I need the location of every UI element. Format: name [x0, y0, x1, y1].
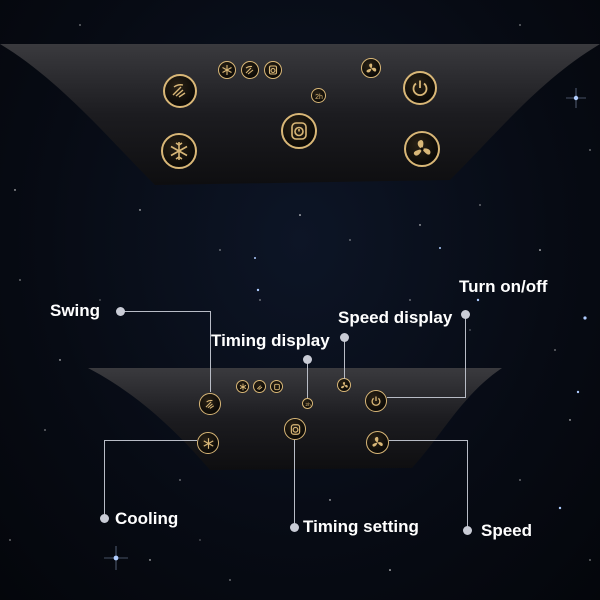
- callout-dot-swing: [116, 307, 125, 316]
- leader-speed-display: [344, 337, 345, 379]
- swing-icon: [205, 399, 214, 409]
- speed-display-icon: [340, 381, 348, 388]
- leader-power-v: [465, 314, 466, 397]
- callout-dot-speed-display: [340, 333, 349, 342]
- callout-dot-cooling: [100, 514, 109, 523]
- snowflake-icon: [202, 437, 214, 449]
- timing-display-small: 2h: [302, 398, 313, 409]
- callout-timing-setting: Timing setting: [303, 517, 419, 536]
- timer-indicator-small: [270, 380, 283, 393]
- leader-power-h: [387, 397, 466, 398]
- timer-indicator: [264, 61, 282, 79]
- swing-indicator-icon: [256, 384, 262, 390]
- callout-timing-display: Timing display: [211, 331, 330, 350]
- callout-speed: Speed: [481, 521, 533, 540]
- cooling-indicator-icon: [239, 383, 246, 390]
- swing-icon: [172, 84, 186, 98]
- bottom-control-panel: 2h: [0, 365, 600, 475]
- callout-swing: Swing: [50, 301, 101, 320]
- fan-icon: [413, 140, 431, 156]
- power-button[interactable]: [403, 71, 437, 105]
- cooling-indicator-icon: [222, 65, 232, 75]
- speed-button[interactable]: [404, 131, 440, 167]
- svg-text:2h: 2h: [315, 94, 323, 101]
- power-icon: [371, 396, 381, 406]
- top-control-panel: 2h: [0, 40, 600, 190]
- timing-display-icon: 2h: [305, 402, 311, 408]
- leader-timing-setting: [294, 440, 295, 527]
- speed-display: [361, 58, 381, 78]
- timing-display: 2h: [311, 88, 326, 103]
- timing-setting-button-small[interactable]: [284, 418, 306, 440]
- callout-speed-display: Speed display: [338, 308, 453, 327]
- alarm-clock-icon: [291, 122, 307, 140]
- speed-display-icon: [365, 63, 376, 73]
- callout-cooling: Cooling: [115, 509, 179, 528]
- power-button-small[interactable]: [365, 390, 387, 412]
- callout-turn-on-off: Turn on/off: [459, 277, 548, 296]
- leader-cooling-v: [104, 440, 105, 518]
- leader-cooling-h: [104, 440, 197, 441]
- cooling-indicator: [218, 61, 236, 79]
- swing-indicator-small: [253, 380, 266, 393]
- timer-indicator-icon: [268, 65, 278, 75]
- cooling-indicator-small: [236, 380, 249, 393]
- svg-text:2h: 2h: [305, 402, 311, 408]
- callout-dot-timing-display: [303, 355, 312, 364]
- leader-timing-display: [307, 359, 308, 398]
- leader-swing-v: [210, 311, 211, 392]
- timing-display-icon: 2h: [315, 94, 323, 101]
- callout-dot-timing-setting: [290, 523, 299, 532]
- swing-indicator: [241, 61, 259, 79]
- speed-button-small[interactable]: [197, 432, 219, 454]
- swing-indicator-icon: [245, 65, 254, 75]
- alarm-clock-icon: [290, 423, 300, 435]
- power-icon: [412, 80, 428, 97]
- timer-indicator-icon: [273, 383, 280, 390]
- callout-dot-turn-on-off: [461, 310, 470, 319]
- leader-speed-v: [467, 440, 468, 530]
- swing-button-small[interactable]: [199, 393, 221, 415]
- snowflake-icon: [170, 142, 188, 160]
- swing-button[interactable]: [163, 74, 197, 108]
- callout-dot-speed: [463, 526, 472, 535]
- fan-icon: [372, 436, 383, 447]
- timing-setting-button[interactable]: [281, 113, 317, 149]
- leader-speed-h: [389, 440, 468, 441]
- speed-display-small: [337, 378, 351, 392]
- fan-speed-button-small[interactable]: [366, 431, 389, 454]
- cooling-button[interactable]: [161, 133, 197, 169]
- leader-swing-h: [121, 311, 210, 312]
